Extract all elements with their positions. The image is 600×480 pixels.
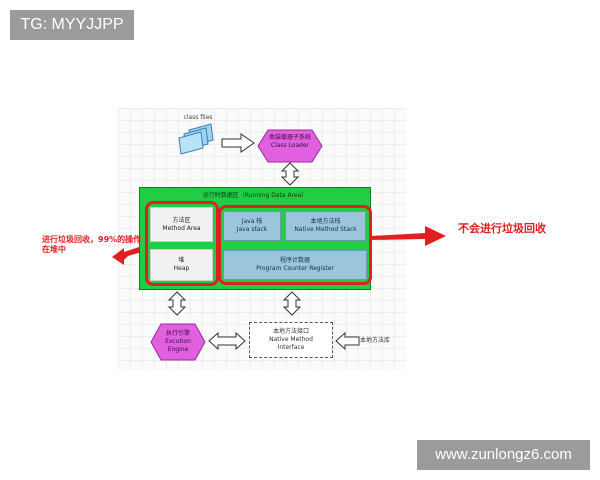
execution-engine-hexagon bbox=[150, 323, 206, 361]
no-gc-annotation: 不会进行垃圾回收 bbox=[458, 222, 546, 235]
class-loader-hexagon bbox=[257, 129, 323, 163]
arrow-runtime-engine bbox=[167, 291, 187, 316]
arrow-engine-interface bbox=[208, 331, 246, 351]
site-watermark: www.zunlongz6.com bbox=[417, 440, 590, 470]
gc-annotation: 进行垃圾回收，99%的操作 在堆中 bbox=[42, 235, 142, 254]
native-method-stack-box: 本地方法栈 Native Method Stack bbox=[285, 211, 366, 241]
channel-tag: TG: MYYJJPP bbox=[10, 10, 134, 40]
gc-region-outline bbox=[145, 201, 219, 286]
no-gc-region-outline bbox=[218, 205, 372, 285]
runtime-data-area-title: 运行时数据区（Running Data Area） bbox=[202, 192, 308, 199]
program-counter-register-box: 程序计数器 Program Counter Register bbox=[223, 250, 367, 280]
java-stack-box: Java 栈 Java stack bbox=[223, 211, 281, 241]
class-files-icon bbox=[178, 123, 214, 155]
arrow-library-to-interface bbox=[335, 331, 360, 351]
class-files-label: class files bbox=[183, 114, 213, 121]
red-arrow-left bbox=[118, 245, 145, 260]
native-library-label: 本地方法库 bbox=[360, 337, 391, 344]
arrow-files-to-loader bbox=[221, 133, 255, 153]
method-area-box: 方法区 Method Area bbox=[150, 207, 213, 242]
red-arrow-right bbox=[371, 226, 446, 246]
heap-box: 堆 Heap bbox=[150, 249, 213, 281]
native-method-interface-box: 本地方法接口 Native Method Interface bbox=[249, 322, 333, 358]
class-loader-label: 类装载器子系统 Class Loader bbox=[268, 134, 311, 149]
execution-engine-label: 执行引擎 Excution Engine bbox=[165, 330, 191, 353]
arrow-runtime-interface bbox=[282, 291, 302, 316]
